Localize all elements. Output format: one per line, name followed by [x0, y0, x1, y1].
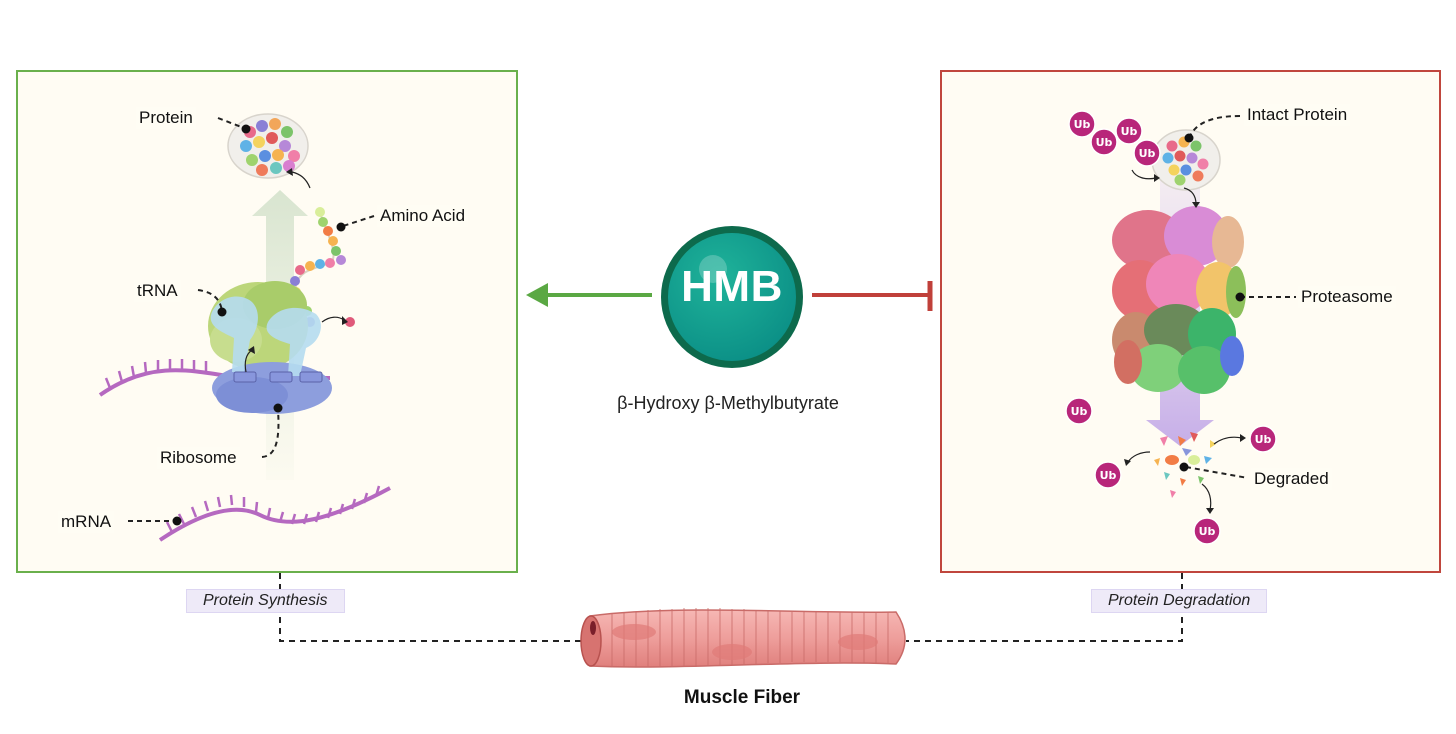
muscle-fiber-illustration [580, 608, 906, 668]
ubiquitin-tag: Ub [1068, 110, 1096, 138]
mrna-strand [158, 485, 391, 542]
caption-protein-synthesis: Protein Synthesis [186, 589, 345, 613]
hmb-abbreviation: HMB [681, 262, 783, 311]
inhibition-arrow [812, 281, 933, 311]
hmb-full-name: β-Hydroxy β-Methylbutyrate [617, 393, 839, 413]
activation-arrow [526, 283, 652, 307]
label-mrna: mRNA [58, 511, 115, 533]
protein-degradation-panel [940, 70, 1441, 573]
caption-protein-degradation: Protein Degradation [1091, 589, 1268, 613]
muscle-fiber-label: Muscle Fiber [683, 687, 801, 708]
ubiquitin-tag-label: Ub [1071, 405, 1088, 418]
ubiquitin-tag: Ub [1115, 117, 1143, 145]
hmb-molecule-icon [661, 226, 803, 368]
label-amino-acid: Amino Acid [377, 205, 469, 227]
label-proteasome: Proteasome [1298, 286, 1396, 308]
label-degraded: Degraded [1251, 468, 1332, 490]
right-leader-dots [1179, 133, 1245, 472]
protein-synthesis-panel [16, 70, 518, 573]
ubiquitin-tag-label: Ub [1100, 469, 1117, 482]
degraded-fragments [1154, 432, 1216, 498]
right-leader-lines [1185, 115, 1296, 479]
ubiquitin-tag: Ub [1249, 425, 1277, 453]
ubiquitin-tag-label: Ub [1096, 136, 1113, 149]
label-intact-protein: Intact Protein [1244, 104, 1351, 126]
label-ribosome: Ribosome [157, 447, 240, 469]
label-protein: Protein [136, 107, 196, 129]
ubiquitin-tag: Ub [1094, 461, 1122, 489]
label-trna: tRNA [134, 280, 181, 302]
ubiquitin-tag: Ub [1065, 397, 1093, 425]
ubiquitin-tag: Ub [1090, 128, 1118, 156]
ubiquitin-tag-label: Ub [1255, 433, 1272, 446]
protein-cluster [227, 113, 309, 179]
ubiquitin-tag: Ub [1133, 139, 1161, 167]
left-leader-dots [172, 124, 346, 526]
ubiquitin-tag-label: Ub [1074, 118, 1091, 131]
intact-protein-cluster [1151, 129, 1221, 191]
proteasome [1112, 206, 1246, 394]
ubiquitin-tag-label: Ub [1199, 525, 1216, 538]
ribosome-mrna [98, 281, 332, 414]
ubiquitin-tag-label: Ub [1139, 147, 1156, 160]
ubiquitin-tag: Ub [1193, 517, 1221, 545]
ubiquitin-tag-label: Ub [1121, 125, 1138, 138]
assembly-curve-arrow [291, 171, 311, 189]
